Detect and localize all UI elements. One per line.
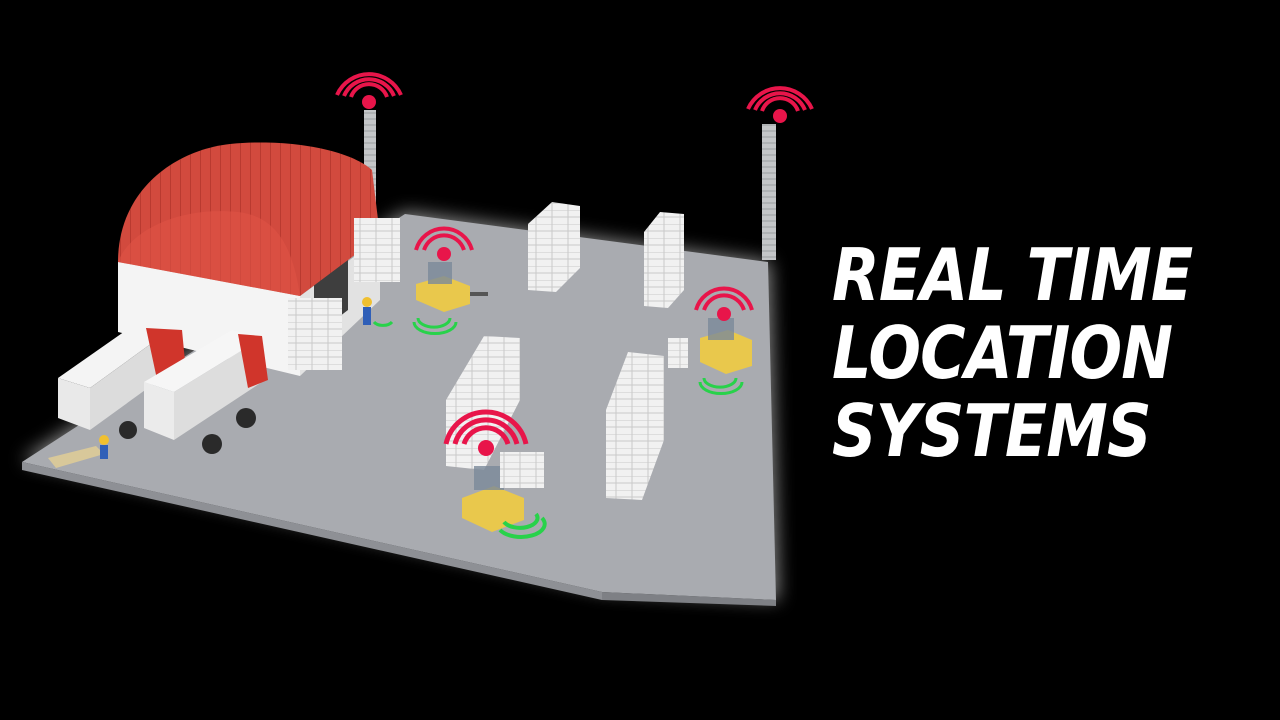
- forklift-tracked-2: [668, 286, 754, 396]
- pallet-stack: [288, 298, 342, 370]
- headline-title: REAL TIME LOCATION SYSTEMS: [832, 236, 1193, 470]
- pallet-row: [528, 202, 580, 292]
- forklift-tracked-1: [412, 226, 488, 336]
- pallet-row: [644, 212, 684, 308]
- truck-right: [144, 330, 268, 454]
- worker-with-pallet-jack: [48, 435, 109, 468]
- headline-line-1: REAL TIME: [832, 233, 1193, 317]
- antenna-tower-right: [746, 86, 814, 260]
- floor-edge-left: [22, 462, 602, 600]
- pallet-stack: [354, 218, 400, 282]
- headline-line-2: LOCATION: [832, 311, 1173, 395]
- forklift-tracked-3: [443, 409, 547, 539]
- warehouse-floor: [22, 214, 776, 600]
- headline-line-3: SYSTEMS: [832, 389, 1152, 473]
- floor-edge-right: [602, 592, 776, 606]
- walking-worker: [362, 297, 394, 327]
- pallet-row: [446, 336, 520, 470]
- pallet-row: [606, 352, 664, 500]
